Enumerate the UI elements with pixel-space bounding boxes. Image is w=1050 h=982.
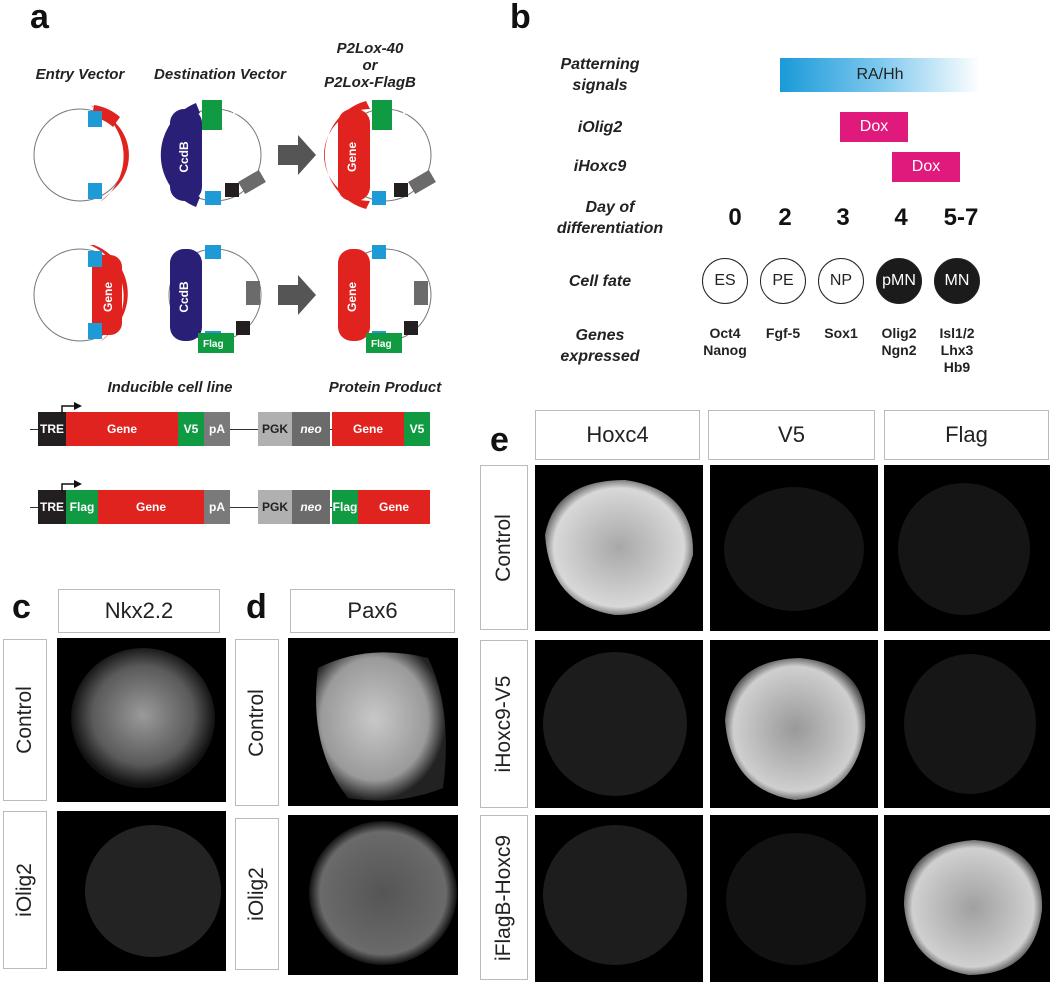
tre-segment: TRE: [38, 412, 66, 446]
svg-text:CcdB: CcdB: [177, 281, 191, 313]
panel-d-row-control: Control: [235, 639, 279, 806]
panel-c-label: c: [12, 588, 31, 626]
panel-c-row-control: Control: [3, 639, 47, 801]
fate-pe: PE: [760, 258, 806, 304]
svg-text:Gene: Gene: [104, 142, 118, 172]
panel-d-label: d: [246, 588, 267, 626]
attl2-site: [88, 111, 102, 127]
panel-e-label: e: [490, 421, 509, 459]
protein-product-flag: Flag Gene: [332, 490, 432, 524]
inducible-construct-flag: TRE Flag Gene pA PGK neo: [30, 490, 350, 524]
destination-vector-plasmid-2: CcdB Flag: [168, 245, 262, 353]
micrograph-hoxc4-ihoxc9-v5: [535, 640, 703, 808]
product-vector-plasmid-1: Gene V5: [324, 100, 436, 209]
day-4: 4: [894, 204, 908, 231]
panel-e-row-control: Control: [480, 465, 528, 630]
panel-a-label: a: [30, 0, 49, 36]
panel-e-column-flag: Flag: [884, 410, 1049, 460]
svg-text:V5: V5: [225, 111, 238, 123]
patterning-signals-label: Patterning signals: [560, 56, 640, 94]
panel-e-row-ihoxc9-v5: iHoxc9-V5: [480, 640, 528, 808]
attl1-site: [88, 183, 102, 199]
micrograph-flag-ihoxc9-v5: [884, 640, 1050, 808]
ra-hh-gradient-bar: RA/Hh: [780, 58, 980, 92]
product-vector-plasmid-2: Gene Flag: [338, 245, 432, 353]
fate-pmn: pMN: [876, 258, 922, 304]
micrograph-v5-iflagb-hoxc9: [710, 815, 878, 982]
genes-np: Sox1: [824, 325, 858, 341]
product-title-line-2: or: [362, 57, 378, 74]
ihoxc9-dox-bar: Dox: [892, 152, 960, 182]
svg-text:V5: V5: [395, 111, 408, 123]
fate-np: NP: [818, 258, 864, 304]
pgk-segment: PGK: [258, 412, 292, 446]
entry-vector-plasmid-2: Gene: [33, 245, 128, 342]
svg-text:Gene: Gene: [345, 282, 359, 312]
entry-vector-title: Entry Vector: [35, 66, 125, 83]
day-2: 2: [778, 204, 792, 231]
destination-vector-plasmid-1: CcdB V5: [160, 100, 266, 207]
fate-es: ES: [702, 258, 748, 304]
gateway-plasmid-diagram: Gene CcdB V5 Gene V5 Gene: [33, 100, 436, 353]
arrow-right-icon: [278, 275, 316, 315]
micrograph-nkx22-control: [57, 638, 226, 802]
inducible-cell-line-title: Inducible cell line: [107, 379, 233, 396]
protein-product-v5: Gene V5: [332, 412, 432, 446]
micrograph-pax6-control: [288, 638, 458, 806]
panel-b-label: b: [510, 0, 531, 36]
micrograph-hoxc4-iflagb-hoxc9: [535, 815, 703, 982]
svg-text:Gene: Gene: [345, 142, 359, 172]
arrow-right-icon: [278, 135, 316, 175]
panel-e-column-v5: V5: [708, 410, 875, 460]
day-5-7: 5-7: [943, 204, 979, 231]
entry-vector-plasmid-1: Gene: [33, 105, 129, 202]
micrograph-pax6-iolig2: [288, 815, 458, 975]
product-title-line-1: P2Lox-40: [336, 40, 404, 57]
neo-segment: neo: [292, 412, 330, 446]
cell-fate-label: Cell fate: [568, 273, 632, 290]
gene-segment: Gene: [66, 412, 178, 446]
fate-mn: MN: [934, 258, 980, 304]
svg-text:Gene: Gene: [101, 282, 115, 312]
gene-arc: [90, 105, 129, 202]
micrograph-v5-ihoxc9-v5: [710, 640, 878, 808]
panel-c-row-iolig2: iOlig2: [3, 811, 47, 969]
promoter-arrow-icon: [61, 402, 82, 414]
micrograph-flag-iflagb-hoxc9: [884, 815, 1050, 982]
iolig2-dox-bar: Dox: [840, 112, 908, 142]
promoter-arrow-icon: [61, 480, 82, 492]
day-of-differentiation-label: Day of differentiation: [556, 199, 664, 237]
product-title-line-3: P2Lox-FlagB: [324, 74, 416, 91]
day-0: 0: [728, 204, 742, 231]
micrograph-v5-control: [710, 465, 878, 631]
destination-vector-title: Destination Vector: [154, 66, 286, 83]
inducible-construct-v5: TRE Gene V5 pA PGK neo: [30, 412, 350, 446]
day-3: 3: [836, 204, 850, 231]
genes-expressed-label: Genes expressed: [560, 327, 640, 365]
product-vector-title: P2Lox-40 or P2Lox-FlagB: [300, 40, 440, 91]
svg-text:CcdB: CcdB: [177, 141, 191, 173]
micrograph-nkx22-iolig2: [57, 811, 226, 971]
genes-pe: Fgf-5: [765, 325, 801, 341]
panel-d-column-header: Pax6: [290, 589, 455, 633]
ihoxc9-label: iHoxc9: [573, 158, 627, 175]
v5-segment: V5: [178, 412, 204, 446]
panel-d-row-iolig2: iOlig2: [235, 818, 279, 970]
svg-text:Flag: Flag: [371, 339, 392, 350]
panel-e-column-hoxc4: Hoxc4: [535, 410, 700, 460]
micrograph-hoxc4-control: [535, 465, 703, 631]
iolig2-label: iOlig2: [577, 119, 623, 136]
panel-c-column-header: Nkx2.2: [58, 589, 220, 633]
panel-e-row-iflagb-hoxc9: iFlagB-Hoxc9: [480, 815, 528, 980]
svg-text:Flag: Flag: [203, 339, 224, 350]
micrograph-flag-control: [884, 465, 1050, 631]
protein-product-title: Protein Product: [328, 379, 442, 396]
pa-segment: pA: [204, 412, 230, 446]
